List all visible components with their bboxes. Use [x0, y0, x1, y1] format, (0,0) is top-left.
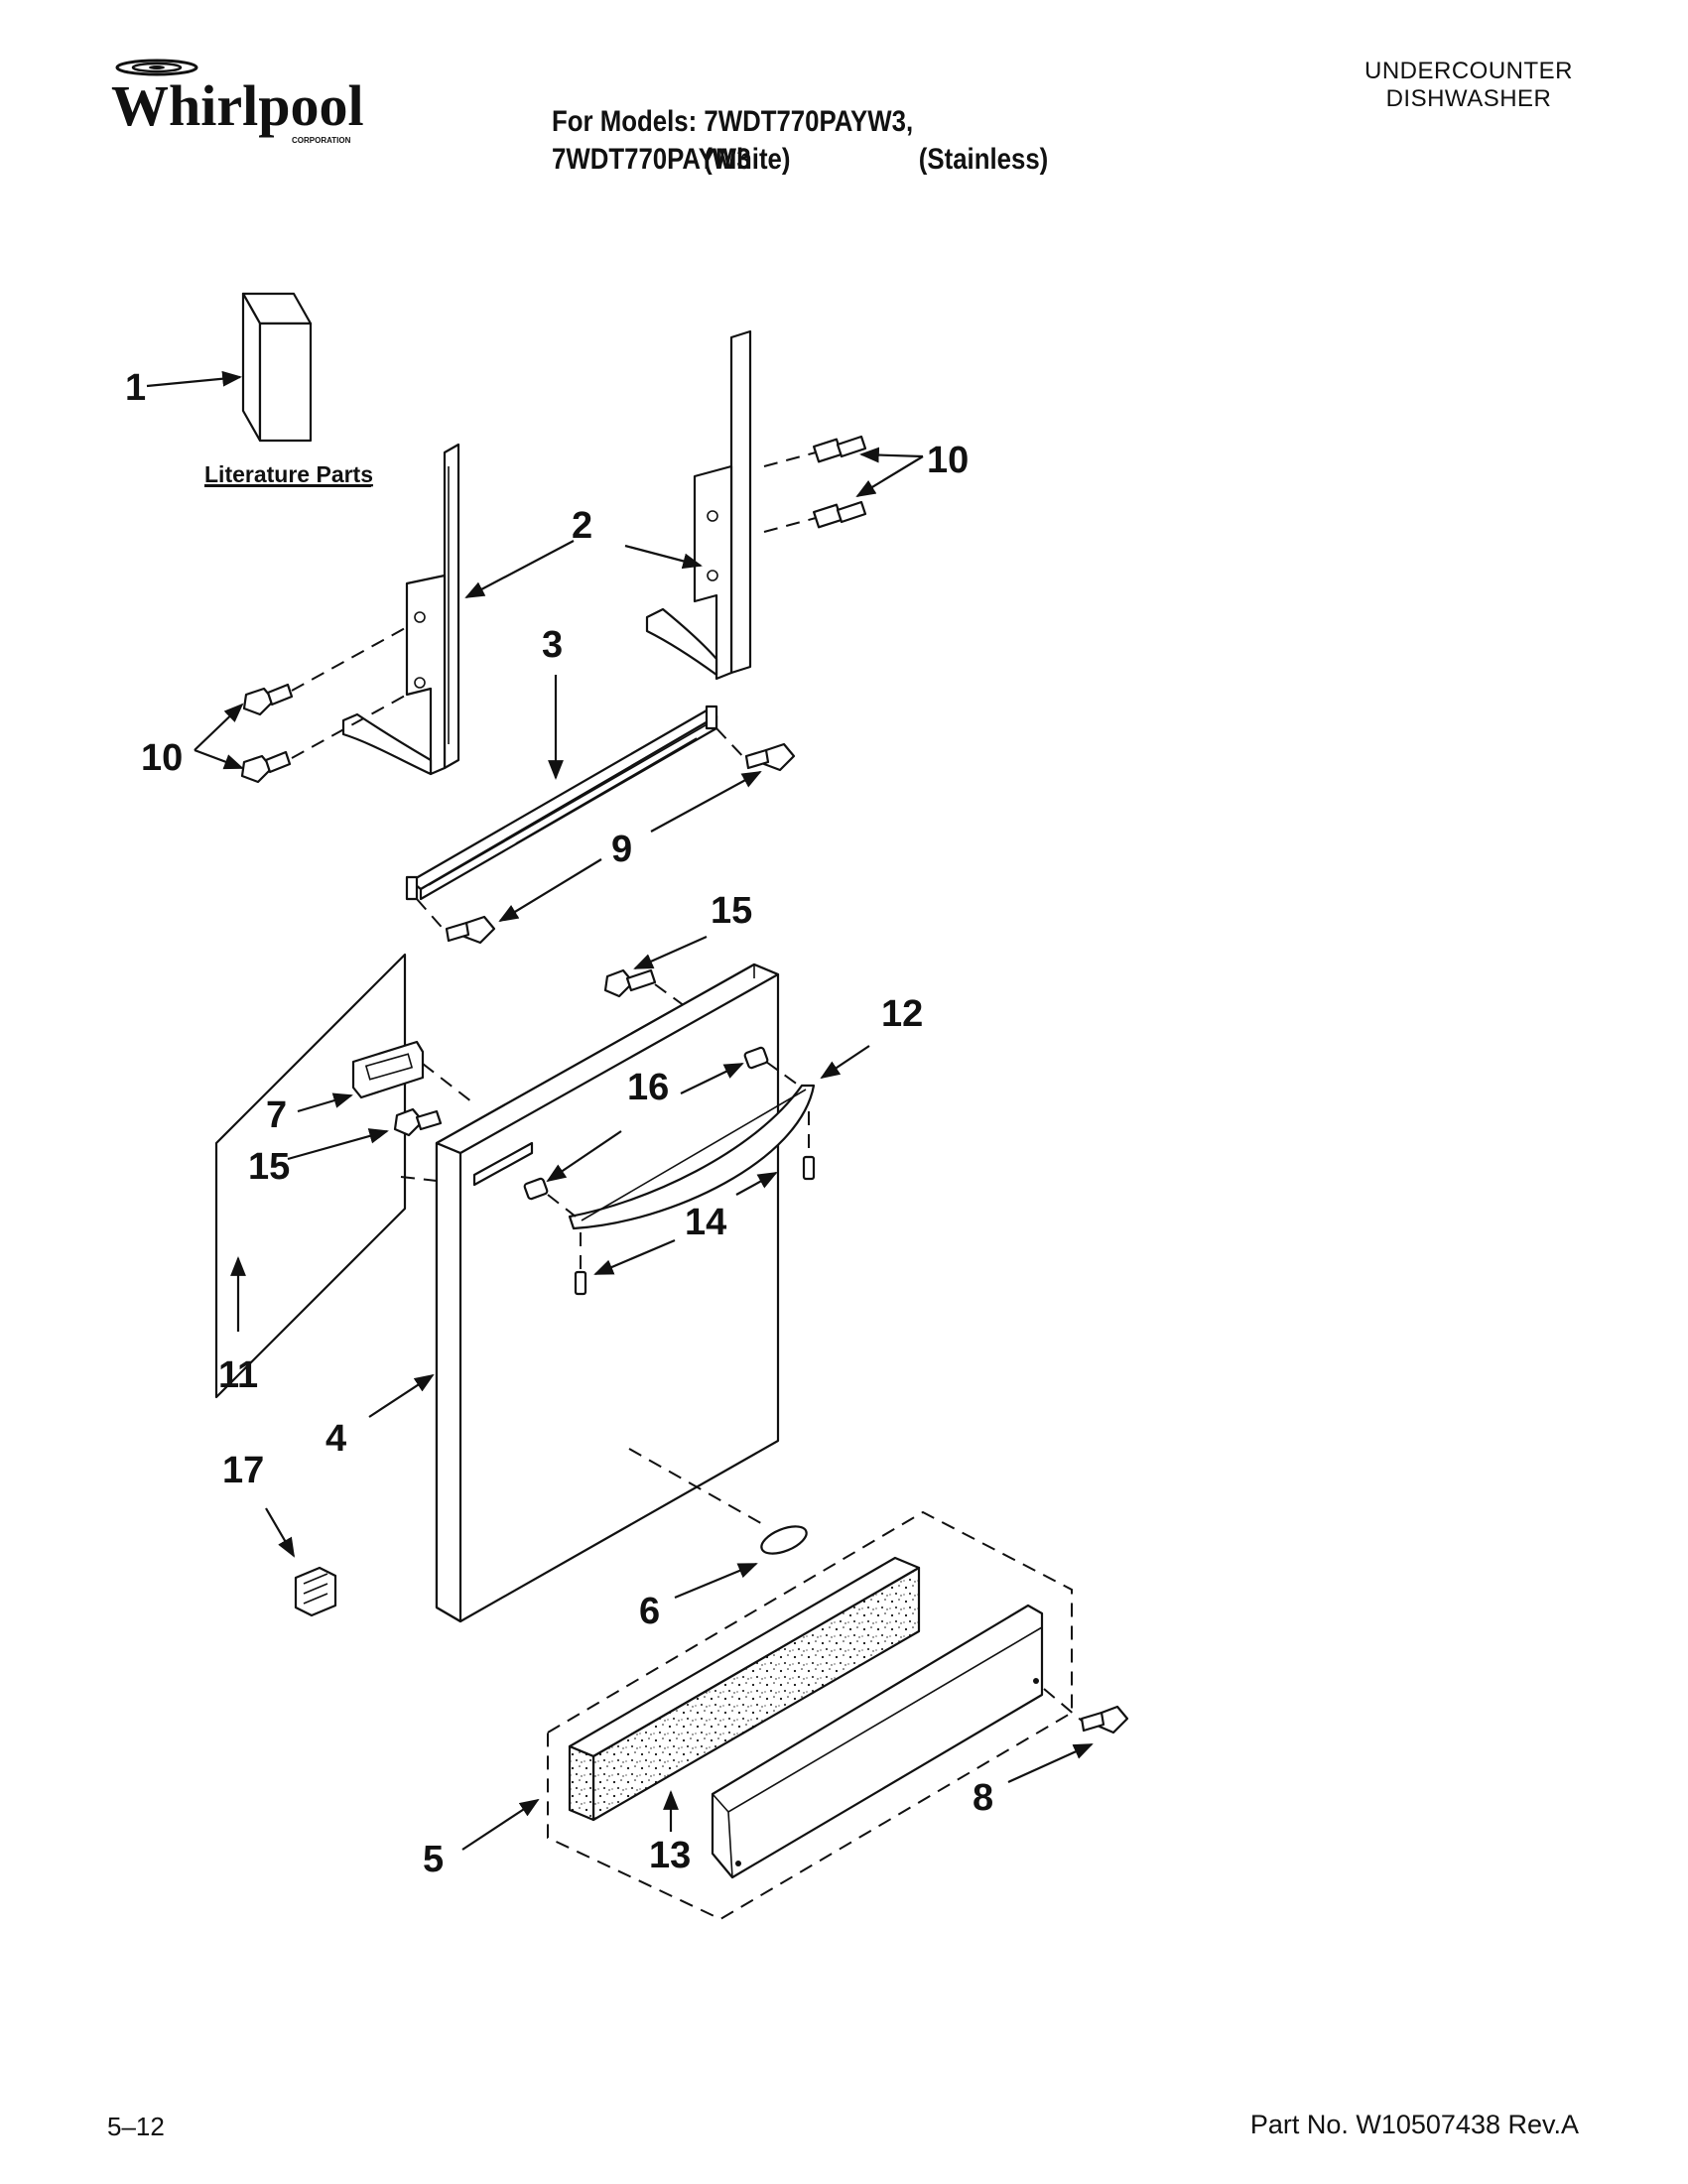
callout-7: 7 [266, 1094, 287, 1136]
screw-left-lower [240, 750, 292, 784]
handle-stud-left [523, 1177, 549, 1201]
callout-9: 9 [611, 829, 632, 870]
callout-1: 1 [125, 367, 146, 409]
foam-insulation-block [568, 1556, 921, 1822]
screw-left-upper [242, 683, 294, 716]
models-heading: For Models: 7WDT770PAYW3, 7WDT770PAYM3 (… [552, 103, 1081, 179]
screw-right-lower [813, 500, 867, 529]
callout-17: 17 [222, 1450, 264, 1491]
models-line: For Models: 7WDT770PAYW3, 7WDT770PAYM3 [552, 105, 914, 176]
product-line-1: UNDERCOUNTER [1364, 58, 1573, 84]
literature-parts-label: Literature Parts [204, 461, 373, 487]
door-clip [294, 1566, 337, 1617]
callout-15-upper: 15 [711, 890, 752, 932]
door-handle [568, 1084, 816, 1230]
handle-screw-left [574, 1270, 587, 1296]
callout-10-right: 10 [927, 440, 969, 481]
brand-subtitle: CORPORATION [292, 136, 351, 145]
callout-8: 8 [973, 1777, 993, 1819]
handle-screw-right [802, 1155, 816, 1181]
rail-screw-left [445, 915, 496, 945]
outer-door-panel [435, 963, 780, 1623]
product-type: UNDERCOUNTER DISHWASHER [1364, 58, 1573, 113]
variant-stainless: (Stainless) [918, 143, 1049, 176]
product-line-2: DISHWASHER [1385, 85, 1552, 112]
callout-4: 4 [325, 1418, 346, 1460]
callout-13: 13 [649, 1835, 691, 1876]
screw-right-upper [813, 435, 867, 463]
variant-white: (White) [704, 143, 791, 176]
toekick-assembly-outline [547, 1510, 1073, 1921]
whirlpool-logo: Whirlpool CORPORATION [105, 58, 373, 149]
callout-5: 5 [423, 1839, 444, 1880]
handle-stud-right [743, 1046, 769, 1070]
hinge-bracket-left [341, 443, 460, 776]
hinge-bracket-right [645, 329, 752, 681]
toe-kick-panel [711, 1604, 1044, 1879]
page-number: 5–12 [107, 2112, 165, 2141]
part-number: Part No. W10507438 Rev.A [1249, 2110, 1579, 2139]
toe-kick-screw [1080, 1705, 1129, 1734]
callout-10-left: 10 [141, 737, 183, 779]
literature-booklet [241, 292, 313, 443]
callout-16: 16 [627, 1067, 669, 1108]
rail-screw-right [744, 742, 796, 772]
panel-plug [760, 1525, 808, 1555]
panel-screw-upper [603, 968, 657, 998]
callout-12: 12 [881, 993, 923, 1035]
brand-wordmark: Whirlpool [111, 73, 364, 138]
insulation-sheet [214, 953, 407, 1399]
callout-11: 11 [218, 1354, 258, 1396]
callout-2: 2 [572, 505, 592, 547]
callout-6: 6 [639, 1591, 660, 1632]
panel-screw-lower [393, 1107, 443, 1137]
callout-15-lower: 15 [248, 1146, 290, 1188]
whirlpool-swirl-icon: Whirlpool CORPORATION [111, 59, 364, 145]
handle-bracket [351, 1040, 425, 1099]
callout-14: 14 [685, 1202, 726, 1243]
callout-3: 3 [542, 624, 563, 666]
